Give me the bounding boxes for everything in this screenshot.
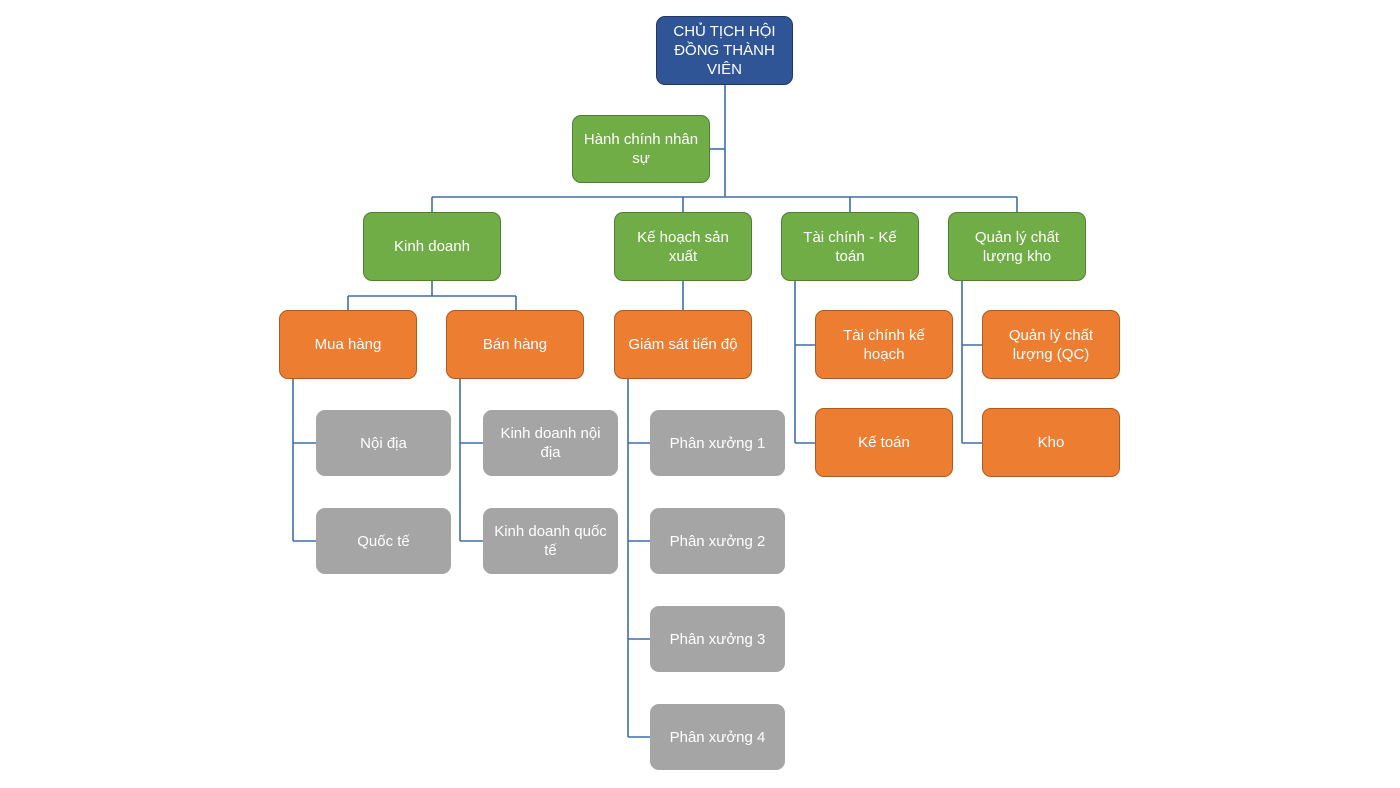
- node-label: Phân xưởng 2: [669, 532, 766, 550]
- node-workshop-4[interactable]: Phân xưởng 4: [650, 704, 785, 770]
- node-label: Tài chính kế hoạch: [843, 326, 925, 363]
- node-hr-admin[interactable]: Hành chính nhân sự: [572, 115, 710, 183]
- node-dept-production-planning[interactable]: Kế hoạch sản xuất: [614, 212, 752, 281]
- node-workshop-1[interactable]: Phân xưởng 1: [650, 410, 785, 476]
- node-label: Kinh doanh quốc tế: [494, 523, 607, 559]
- node-label: CHỦ TỊCH HỘI ĐỒNG THÀNH VIÊN: [673, 23, 776, 78]
- node-warehouse[interactable]: Kho: [982, 408, 1120, 477]
- node-label: Kế hoạch sản xuất: [637, 228, 729, 265]
- node-international-sales[interactable]: Kinh doanh quốc tế: [483, 508, 618, 574]
- node-progress-monitoring[interactable]: Giám sát tiến độ: [614, 310, 752, 379]
- node-label: Hành chính nhân sự: [583, 131, 699, 167]
- node-dept-quality-warehouse[interactable]: Quản lý chất lượng kho: [948, 212, 1086, 281]
- node-purchasing[interactable]: Mua hàng: [279, 310, 417, 379]
- node-label: Tài chính - Kế toán: [803, 228, 897, 265]
- node-label: Quản lý chất lượng (QC): [1008, 326, 1094, 363]
- node-label: Bán hàng: [482, 336, 548, 353]
- node-label: Kế toán: [858, 434, 910, 451]
- node-label: Phân xưởng 3: [669, 630, 766, 648]
- node-label: Nội địa: [360, 434, 407, 452]
- node-accounting[interactable]: Kế toán: [815, 408, 953, 477]
- node-dept-sales[interactable]: Kinh doanh: [363, 212, 501, 281]
- node-root-chairman[interactable]: CHỦ TỊCH HỘI ĐỒNG THÀNH VIÊN: [656, 16, 793, 85]
- node-international[interactable]: Quốc tế: [316, 508, 451, 574]
- node-label: Kinh doanh: [394, 238, 470, 255]
- node-selling[interactable]: Bán hàng: [446, 310, 584, 379]
- node-label: Kho: [1037, 434, 1065, 451]
- node-label: Phân xưởng 1: [669, 434, 766, 452]
- node-label: Giám sát tiến độ: [628, 336, 738, 353]
- node-workshop-3[interactable]: Phân xưởng 3: [650, 606, 785, 672]
- node-label: Quản lý chất lượng kho: [974, 228, 1060, 265]
- node-domestic[interactable]: Nội địa: [316, 410, 451, 476]
- node-label: Phân xưởng 4: [669, 728, 766, 746]
- node-label: Quốc tế: [357, 532, 410, 550]
- node-label: Kinh doanh nội địa: [500, 425, 601, 461]
- node-label: Mua hàng: [314, 336, 382, 353]
- node-dept-finance-accounting[interactable]: Tài chính - Kế toán: [781, 212, 919, 281]
- node-workshop-2[interactable]: Phân xưởng 2: [650, 508, 785, 574]
- node-domestic-sales[interactable]: Kinh doanh nội địa: [483, 410, 618, 476]
- node-quality-control[interactable]: Quản lý chất lượng (QC): [982, 310, 1120, 379]
- node-financial-planning[interactable]: Tài chính kế hoạch: [815, 310, 953, 379]
